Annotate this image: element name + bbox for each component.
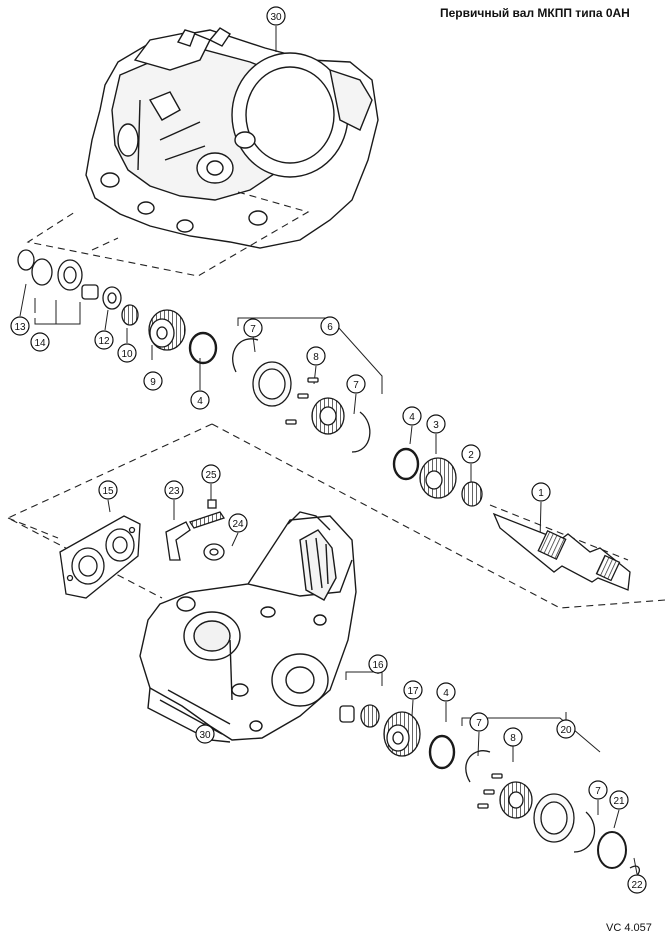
callout-c6: 6 (320, 316, 340, 336)
callout-c25: 25 (201, 464, 221, 484)
callout-c4c: 4 (436, 682, 456, 702)
callout-number: 7 (250, 324, 256, 335)
callout-circle (588, 780, 608, 800)
callout-circle (627, 874, 647, 894)
callout-circle (346, 374, 366, 394)
callout-c7d: 7 (588, 780, 608, 800)
callout-number: 21 (613, 796, 625, 807)
callout-number: 6 (327, 322, 333, 333)
callout-circle (306, 346, 326, 366)
callout-number: 30 (270, 12, 282, 23)
callout-number: 8 (510, 733, 516, 744)
upper-shaft-parts (17, 249, 631, 591)
callout-circle (243, 318, 263, 338)
callout-c30b: 30 (195, 724, 215, 744)
diagram-title: Первичный вал МКПП типа 0АН (440, 6, 630, 20)
callout-c7a: 7 (243, 318, 263, 338)
callout-c8b: 8 (503, 727, 523, 747)
callout-number: 24 (232, 519, 244, 530)
callout-number: 7 (476, 718, 482, 729)
callout-circle (531, 482, 551, 502)
callout-number: 22 (631, 880, 643, 891)
callout-circle (461, 444, 481, 464)
callout-circle (266, 6, 286, 26)
callout-circle (190, 390, 210, 410)
callout-circle (98, 480, 118, 500)
callout-circle (426, 414, 446, 434)
callout-circle (609, 790, 629, 810)
callout-c4b: 4 (402, 406, 422, 426)
callout-c21: 21 (609, 790, 629, 810)
callout-c12: 12 (94, 330, 114, 350)
gearbox-housing-lower (139, 511, 357, 743)
callout-circle (30, 332, 50, 352)
callout-c23: 23 (164, 480, 184, 500)
callout-number: 17 (407, 686, 419, 697)
callout-number: 9 (150, 377, 156, 388)
callout-circle (403, 680, 423, 700)
callout-number: 4 (409, 412, 415, 423)
callout-circle (201, 464, 221, 484)
callout-c7c: 7 (469, 712, 489, 732)
callout-circle (117, 343, 137, 363)
callout-circle (195, 724, 215, 744)
callout-number: 15 (102, 486, 114, 497)
callout-number: 16 (372, 660, 384, 671)
lower-shaft-parts (339, 704, 641, 877)
callout-number: 8 (313, 352, 319, 363)
callout-circle (143, 371, 163, 391)
callout-number: 2 (468, 450, 474, 461)
figure-code: VC 4.057 (606, 922, 652, 934)
bearing-plate (59, 515, 141, 599)
callout-number: 1 (538, 488, 544, 499)
callout-circle (556, 719, 576, 739)
callout-number: 4 (443, 688, 449, 699)
callout-number: 3 (433, 420, 439, 431)
callout-number: 25 (205, 470, 217, 481)
callout-c16: 16 (368, 654, 388, 674)
lever-parts (165, 499, 226, 561)
callout-circle (164, 480, 184, 500)
callout-c22: 22 (627, 874, 647, 894)
callout-c20: 20 (556, 719, 576, 739)
callout-number: 13 (14, 322, 26, 333)
callout-number: 7 (595, 786, 601, 797)
callout-circle (320, 316, 340, 336)
callout-c9: 9 (143, 371, 163, 391)
callout-circle (469, 712, 489, 732)
callout-circle (10, 316, 30, 336)
callout-number: 14 (34, 338, 46, 349)
callout-c24: 24 (228, 513, 248, 533)
callout-circle (228, 513, 248, 533)
callout-circle (368, 654, 388, 674)
clutch-housing-upper (85, 27, 379, 249)
callout-c17: 17 (403, 680, 423, 700)
callout-c1: 1 (531, 482, 551, 502)
callout-number: 10 (121, 349, 133, 360)
callout-c14: 14 (30, 332, 50, 352)
callout-c7b: 7 (346, 374, 366, 394)
callout-number: 4 (197, 396, 203, 407)
callout-circle (402, 406, 422, 426)
callout-c2: 2 (461, 444, 481, 464)
callout-number: 7 (353, 380, 359, 391)
callout-c13: 13 (10, 316, 30, 336)
callout-circle (503, 727, 523, 747)
callout-number: 23 (168, 486, 180, 497)
callout-c15: 15 (98, 480, 118, 500)
callout-number: 20 (560, 725, 572, 736)
callout-c30a: 30 (266, 6, 286, 26)
callout-number: 30 (199, 730, 211, 741)
callout-c8a: 8 (306, 346, 326, 366)
callout-circle (436, 682, 456, 702)
callout-circle (94, 330, 114, 350)
callout-number: 12 (98, 336, 110, 347)
callout-c4a: 4 (190, 390, 210, 410)
callout-c3: 3 (426, 414, 446, 434)
callout-c10: 10 (117, 343, 137, 363)
